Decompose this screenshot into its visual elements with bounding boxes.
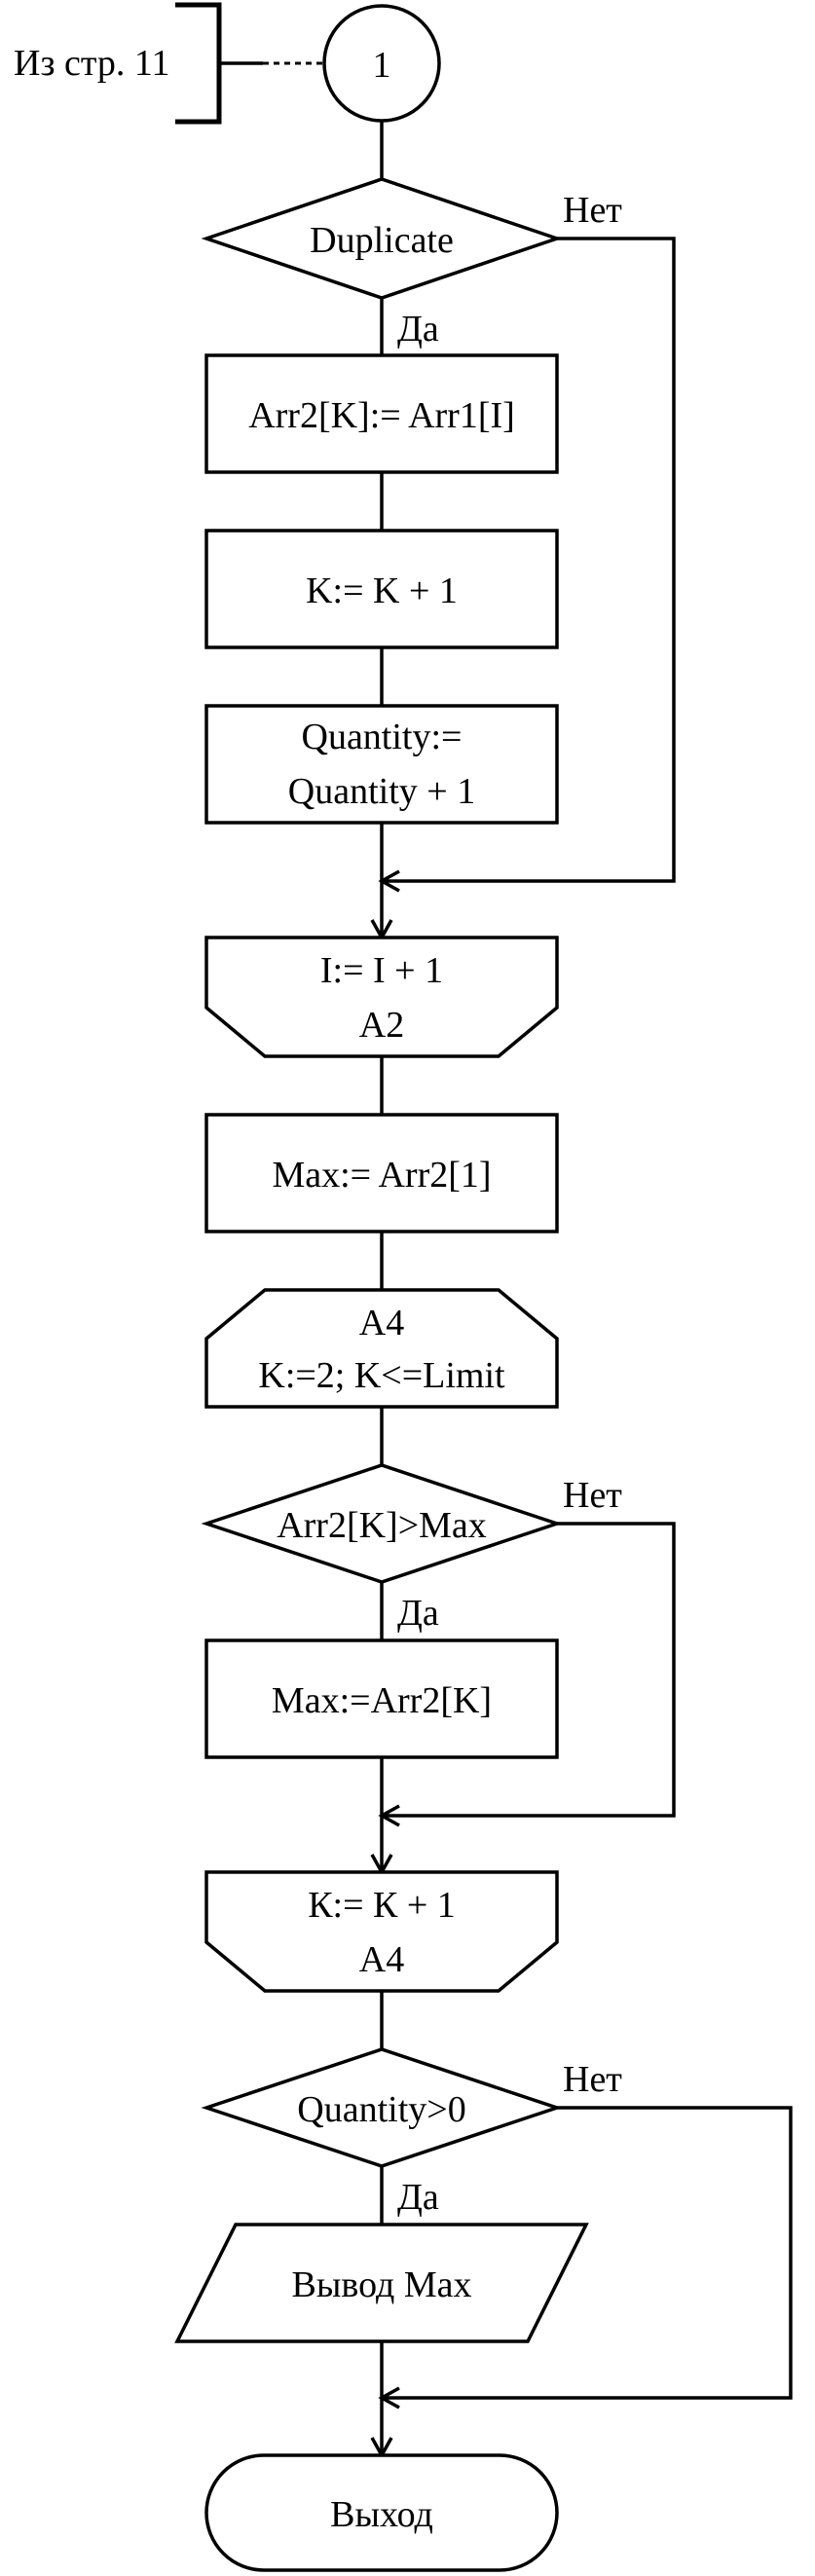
reference-bracket bbox=[175, 2, 222, 125]
loop-start-a4-text-line2: K:=2; K<=Limit bbox=[258, 1355, 505, 1396]
decision-quantity-positive-text: Quantity>0 bbox=[297, 2089, 465, 2130]
output-max bbox=[174, 2223, 589, 2343]
arrowhead bbox=[378, 1804, 400, 1827]
process-max-init bbox=[204, 1113, 559, 1233]
loop-end-a2-text-line1: I:= I + 1 bbox=[320, 950, 443, 991]
loop-end-a4-text-line1: К:= К + 1 bbox=[308, 1885, 456, 1926]
loop-start-a4 bbox=[204, 1288, 559, 1409]
no-label: Нет bbox=[563, 190, 622, 231]
process-max-assign-text: Max:=Arr2[K] bbox=[272, 1680, 492, 1721]
no-label: Нет bbox=[563, 2059, 622, 2100]
process-assign-arr2 bbox=[204, 353, 559, 474]
terminator-exit-text: Выход bbox=[330, 2494, 433, 2535]
arrowhead bbox=[378, 2386, 400, 2410]
arrowhead bbox=[378, 869, 400, 893]
process-increment-k-text: K:= K + 1 bbox=[306, 570, 458, 611]
no-branch-compare bbox=[382, 1522, 676, 1818]
process-quantity-text-line1: Quantity:= bbox=[302, 717, 463, 757]
process-quantity-text-line2: Quantity + 1 bbox=[288, 771, 475, 812]
no-branch-quantity bbox=[382, 2106, 793, 2400]
decision-compare-max-text: Arr2[K]>Max bbox=[277, 1505, 487, 1546]
process-increment-k bbox=[204, 529, 559, 649]
loop-end-a2 bbox=[204, 936, 559, 1058]
loop-end-a4-text-line2: A4 bbox=[359, 1939, 404, 1980]
process-max-assign bbox=[204, 1638, 559, 1759]
loop-end-a2-text-line2: A2 bbox=[359, 1005, 404, 1046]
loop-start-a4-text-line1: A4 bbox=[359, 1303, 404, 1343]
decision-duplicate-text: Duplicate bbox=[310, 220, 454, 261]
yes-label: Да bbox=[397, 1593, 439, 1634]
no-label: Нет bbox=[563, 1475, 622, 1516]
yes-label: Да bbox=[397, 309, 439, 350]
process-max-init-text: Max:= Arr2[1] bbox=[272, 1155, 491, 1196]
process-increment-quantity bbox=[204, 704, 559, 825]
reference-text: Из стр. 11 bbox=[14, 43, 169, 84]
output-max-text: Вывод Max bbox=[292, 2264, 472, 2305]
terminator-exit bbox=[204, 2453, 559, 2572]
connector-number: 1 bbox=[373, 45, 391, 86]
loop-end-a4 bbox=[204, 1870, 559, 1993]
no-branch-duplicate bbox=[382, 237, 676, 883]
yes-label: Да bbox=[397, 2177, 439, 2218]
process-assign-arr2-text: Arr2[K]:= Arr1[I] bbox=[248, 395, 515, 436]
